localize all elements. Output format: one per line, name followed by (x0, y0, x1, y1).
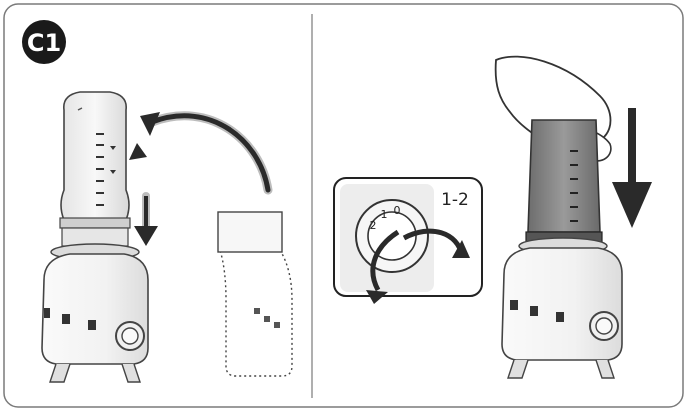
detached-bottle (218, 212, 292, 376)
blender-bottle-left (60, 92, 130, 246)
step-badge: C1 (22, 20, 66, 64)
dial-number-0: 0 (394, 204, 401, 217)
blender-jar-right (526, 120, 602, 244)
blender-base-left (42, 244, 148, 382)
dial-closeup: 0 1 2 1-2 (334, 178, 482, 304)
blender-base-right (502, 238, 622, 378)
speed-range-label: 1-2 (441, 190, 469, 210)
step-label: C1 (27, 29, 61, 57)
dial-number-1: 1 (381, 208, 388, 221)
dial-number-2: 2 (370, 219, 377, 232)
